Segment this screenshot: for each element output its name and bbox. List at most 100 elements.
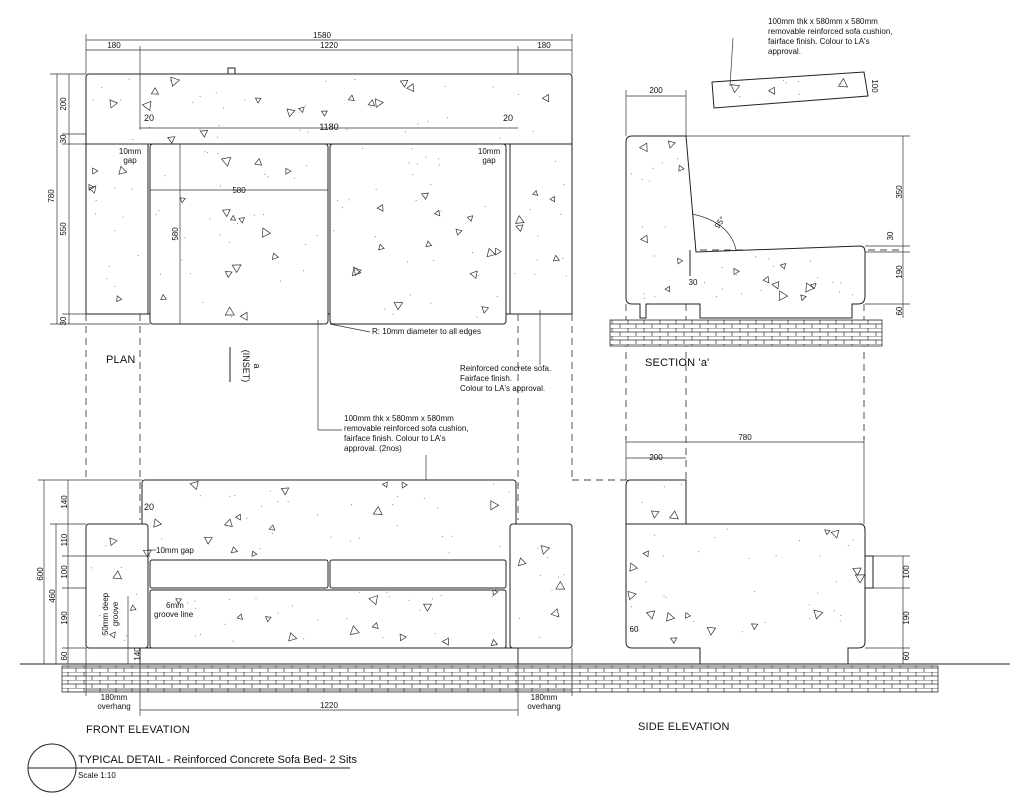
aggregate-dot (641, 501, 643, 503)
aggregate-dot (114, 187, 116, 189)
aggregate-mark (805, 282, 815, 293)
aggregate-dot (518, 617, 520, 619)
aggregate-mark (645, 610, 656, 620)
aggregate-dot (692, 620, 694, 622)
aggregate-dot (375, 188, 377, 190)
dim-seat-inner: 1180 (319, 122, 338, 132)
section-label: SECTION 'a' (645, 357, 709, 369)
aggregate-mark (175, 598, 183, 605)
section-dim-base: 60 (895, 306, 904, 315)
aggregate-mark (381, 481, 388, 488)
front-gap-note: 10mm gap (156, 546, 194, 555)
aggregate-dot (484, 206, 486, 208)
aggregate-dot (370, 106, 372, 108)
cushion-note-line-4: approval. (2nos) (344, 444, 402, 453)
aggregate-dot (149, 126, 151, 128)
aggregate-mark (669, 637, 678, 644)
side-dim-cushion: 100 (902, 565, 911, 579)
aggregate-mark (280, 487, 290, 496)
aggregate-dot (261, 505, 263, 507)
aggregate-dot (448, 552, 450, 554)
aggregate-dot (350, 540, 351, 542)
section-note-line-4: approval. (768, 47, 801, 56)
aggregate-dot (408, 162, 410, 164)
aggregate-mark (230, 546, 239, 554)
front-dim-edge: 20 (144, 502, 154, 512)
aggregate-dot (108, 265, 110, 267)
aggregate-dot (847, 545, 849, 546)
aggregate-dot (280, 280, 282, 282)
aggregate-dot (303, 270, 304, 272)
sofa-note-line-2: Fairface finish. (460, 374, 512, 383)
front-dim-cushion: 100 (60, 565, 69, 579)
aggregate-mark (203, 536, 213, 545)
aggregate-dot (126, 635, 128, 637)
aggregate-dot (410, 294, 411, 296)
aggregate-mark (668, 510, 679, 520)
aggregate-mark (238, 217, 246, 224)
dim-edge-right: 20 (503, 113, 513, 123)
aggregate-dot (477, 275, 479, 277)
aggregate-mark (347, 94, 355, 102)
aggregate-dot (840, 614, 842, 616)
aggregate-mark (678, 164, 685, 172)
aggregate-dot (817, 592, 819, 594)
aggregate-dot (92, 99, 94, 101)
plan-flag (227, 67, 236, 75)
aggregate-dot (492, 86, 494, 88)
aggregate-dot (493, 483, 495, 485)
aggregate-dot (123, 639, 125, 641)
aggregate-mark (800, 294, 807, 302)
aggregate-mark (830, 529, 840, 539)
aggregate-dot (303, 638, 305, 640)
aggregate-dot (446, 117, 448, 119)
aggregate-mark (627, 590, 637, 601)
aggregate-dot (641, 178, 643, 180)
aggregate-mark (189, 480, 199, 491)
aggregate-dot (764, 621, 766, 623)
aggregate-dot (304, 104, 306, 106)
aggregate-dot (819, 555, 821, 557)
aggregate-dot (287, 501, 289, 502)
aggregate-mark (750, 623, 759, 631)
aggregate-dot (207, 152, 208, 154)
aggregate-dot (835, 581, 837, 583)
aggregate-mark (778, 290, 789, 301)
aggregate-dot (677, 158, 679, 160)
aggregate-dot (330, 536, 332, 538)
front-dim-seat: 1220 (320, 701, 338, 710)
aggregate-dot (99, 615, 101, 616)
aggregate-dot (234, 495, 236, 497)
plan-view: 1580 180 1220 180 200 30 780 550 30 20 1… (47, 31, 573, 570)
aggregate-dot (283, 493, 285, 495)
aggregate-dot (491, 595, 493, 597)
aggregate-mark (234, 513, 241, 521)
aggregate-dot (785, 82, 787, 84)
aggregate-dot (775, 555, 777, 556)
aggregate-dot (181, 259, 183, 261)
aggregate-dot (229, 495, 231, 497)
aggregate-dot (536, 259, 538, 261)
aggregate-dot (114, 230, 116, 232)
aggregate-mark (349, 625, 360, 635)
title-main: TYPICAL DETAIL - Reinforced Concrete Sof… (78, 754, 357, 766)
aggregate-mark (555, 580, 566, 590)
aggregate-dot (307, 131, 309, 133)
aggregate-dot (741, 293, 742, 295)
aggregate-dot (797, 80, 799, 82)
aggregate-dot (563, 184, 565, 186)
aggregate-dot (434, 633, 436, 635)
aggregate-dot (565, 275, 567, 277)
front-base (139, 647, 519, 665)
front-dim-height: 600 (36, 567, 45, 581)
aggregate-dot (199, 95, 201, 97)
aggregate-mark (160, 293, 167, 301)
aggregate-dot (430, 184, 432, 186)
aggregate-dot (560, 213, 562, 215)
aggregate-dot (217, 152, 219, 154)
aggregate-dot (425, 156, 427, 158)
side-label: SIDE ELEVATION (638, 721, 730, 733)
aggregate-mark (371, 622, 379, 629)
aggregate-mark (141, 100, 152, 112)
